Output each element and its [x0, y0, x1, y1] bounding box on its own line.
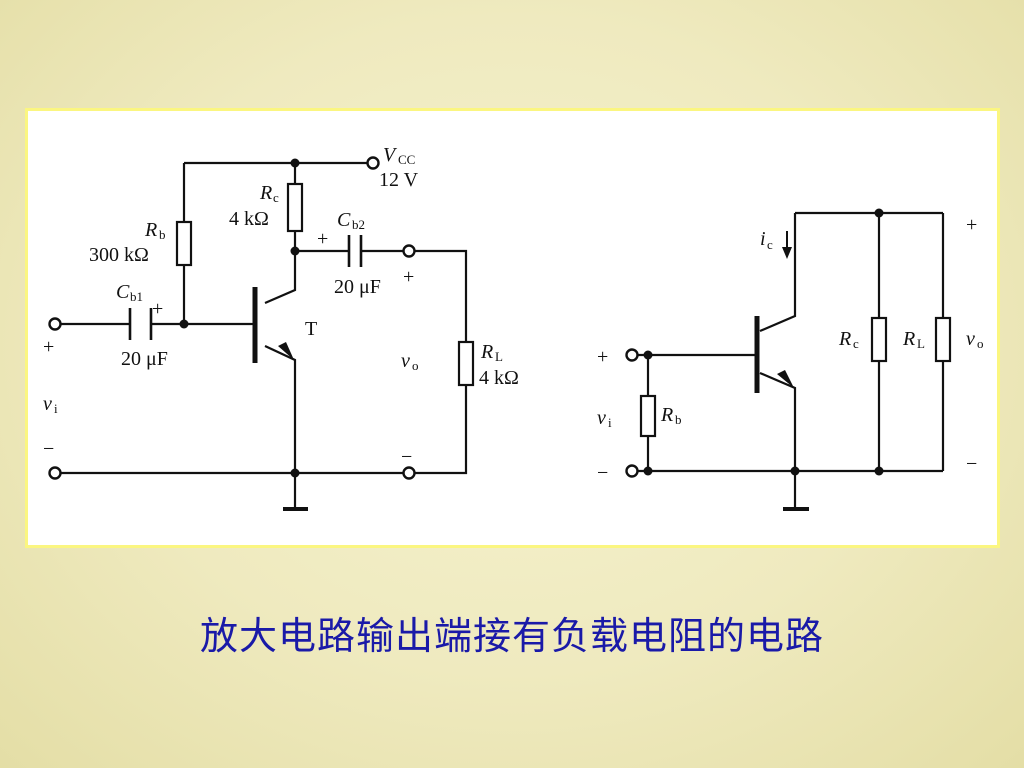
resistor-rl	[934, 316, 952, 363]
label-cb2-plus: +	[317, 228, 328, 250]
ic-arrow-head	[782, 247, 792, 259]
resistor-rl	[457, 340, 475, 387]
label-vo-sub: o	[977, 336, 984, 351]
label-transistor: T	[305, 318, 317, 340]
label-ic-sub: c	[767, 237, 773, 252]
label-rb-value: 300 kΩ	[89, 244, 149, 266]
wire-collector	[264, 251, 297, 305]
circuit-diagrams: V CC 12 V R c 4 kΩ R b 300 kΩ C b1 + 20 …	[43, 144, 984, 511]
label-cb1-sub: b1	[130, 289, 143, 304]
capacitor-cb2	[347, 235, 363, 267]
label-output-plus: +	[966, 214, 977, 236]
label-rl-value: 4 kΩ	[479, 367, 519, 389]
wire-output-bottom	[415, 385, 468, 475]
label-rb-symbol: R	[144, 219, 157, 241]
label-rl-sub: L	[495, 349, 503, 364]
emitter-arrow	[777, 370, 794, 388]
label-vi-sub: i	[608, 415, 612, 430]
label-input-minus: −	[43, 438, 54, 460]
label-cb2-sub: b2	[352, 217, 365, 232]
label-rl-symbol: R	[902, 328, 915, 350]
label-rc-sub: c	[853, 336, 859, 351]
resistor-rb	[639, 394, 657, 438]
terminal-output-minus	[402, 466, 416, 480]
junction-dot	[874, 208, 884, 218]
junction-dot	[643, 466, 653, 476]
wire-output-top	[415, 249, 468, 342]
terminal-input-plus	[48, 317, 62, 331]
wire-emitter	[759, 371, 797, 471]
label-cb1-plus: +	[152, 298, 163, 320]
label-input-plus: +	[43, 336, 54, 358]
label-input-plus: +	[597, 346, 608, 368]
resistor-rb	[175, 220, 193, 267]
wire-collector	[759, 213, 797, 333]
label-ic-symbol: i	[760, 228, 766, 250]
label-rc-value: 4 kΩ	[229, 208, 269, 230]
label-cb1-symbol: C	[116, 281, 130, 303]
circuit-a: V CC 12 V R c 4 kΩ R b 300 kΩ C b1 + 20 …	[43, 144, 519, 511]
junction-dot	[874, 466, 884, 476]
label-output-minus: −	[966, 453, 977, 475]
label-vi-symbol: v	[597, 407, 606, 429]
junction-dot	[290, 158, 300, 168]
circuit-b: i c R c R L v o + − R b + v i −	[597, 208, 984, 511]
label-output-plus: +	[403, 266, 414, 288]
label-vo-sub: o	[412, 358, 419, 373]
label-vo-symbol: v	[966, 328, 975, 350]
label-rb-sub: b	[675, 412, 682, 427]
terminal-input-minus	[48, 466, 62, 480]
resistor-rc	[286, 182, 304, 233]
label-vo-symbol: v	[401, 350, 410, 372]
terminal-input-minus	[625, 464, 639, 478]
junction-dot	[643, 350, 653, 360]
wire-emitter	[264, 345, 297, 473]
label-rl-sub: L	[917, 336, 925, 351]
junction-dot	[790, 466, 800, 476]
terminal-vcc	[366, 156, 380, 170]
label-rb-sub: b	[159, 227, 166, 242]
label-vi-sub: i	[54, 401, 58, 416]
slide-caption: 放大电路输出端接有负载电阻的电路	[199, 614, 824, 658]
emitter-arrow	[278, 342, 294, 360]
label-rc-symbol: R	[838, 328, 851, 350]
label-vcc-value: 12 V	[379, 169, 419, 191]
junction-dot	[290, 468, 300, 478]
label-cb1-value: 20 μF	[121, 348, 168, 370]
label-rb-symbol: R	[660, 404, 673, 426]
label-rc-sub: c	[273, 190, 279, 205]
label-vi-symbol: v	[43, 393, 52, 415]
junction-dot	[179, 319, 189, 329]
label-rc-symbol: R	[259, 182, 272, 204]
circuit-figure: V CC 12 V R c 4 kΩ R b 300 kΩ C b1 + 20 …	[25, 108, 1000, 548]
label-rl-symbol: R	[480, 341, 493, 363]
capacitor-cb1	[128, 308, 153, 340]
terminal-output-plus	[402, 244, 416, 258]
label-output-minus: −	[401, 446, 412, 468]
label-input-minus: −	[597, 462, 608, 484]
terminal-input-plus	[625, 348, 639, 362]
label-cb2-symbol: C	[337, 209, 351, 231]
label-cb2-value: 20 μF	[334, 276, 381, 298]
junction-dot	[290, 246, 300, 256]
label-vcc-sub: CC	[398, 152, 415, 167]
label-vcc-symbol: V	[383, 144, 398, 166]
resistor-rc	[870, 316, 888, 363]
